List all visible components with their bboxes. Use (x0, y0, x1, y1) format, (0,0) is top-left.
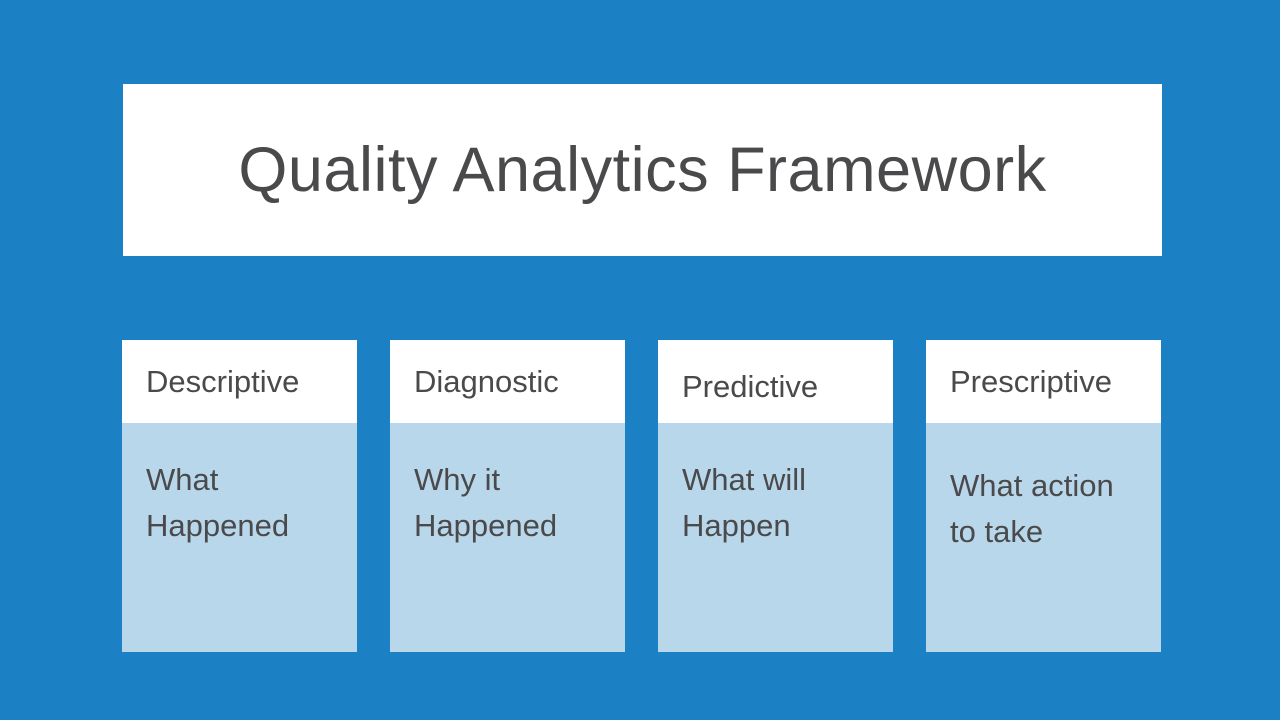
column-body-descriptive: What Happened (122, 423, 357, 652)
column-body-text: What will Happen (682, 462, 807, 543)
column-body-predictive: What will Happen (658, 423, 893, 652)
column-body-prescriptive: What action to take (926, 423, 1161, 652)
columns-row: Descriptive What Happened Diagnostic Why… (122, 340, 1161, 652)
column-header-label: Descriptive (146, 363, 300, 399)
column-header-diagnostic: Diagnostic (390, 340, 625, 423)
column-card-descriptive: Descriptive What Happened (122, 340, 357, 652)
column-header-descriptive: Descriptive (122, 340, 357, 423)
column-card-diagnostic: Diagnostic Why it Happened (390, 340, 625, 652)
column-header-predictive: Predictive (658, 340, 893, 423)
title-card: Quality Analytics Framework (123, 84, 1162, 256)
column-card-prescriptive: Prescriptive What action to take (926, 340, 1161, 652)
column-body-text: What Happened (146, 462, 290, 543)
column-card-predictive: Predictive What will Happen (658, 340, 893, 652)
column-header-label: Diagnostic (414, 363, 559, 399)
column-body-text: What action to take (950, 468, 1114, 549)
column-header-label: Predictive (682, 368, 819, 404)
column-header-prescriptive: Prescriptive (926, 340, 1161, 423)
column-body-text: Why it Happened (414, 462, 558, 543)
slide-title: Quality Analytics Framework (238, 135, 1047, 205)
column-header-label: Prescriptive (950, 363, 1112, 399)
column-body-diagnostic: Why it Happened (390, 423, 625, 652)
